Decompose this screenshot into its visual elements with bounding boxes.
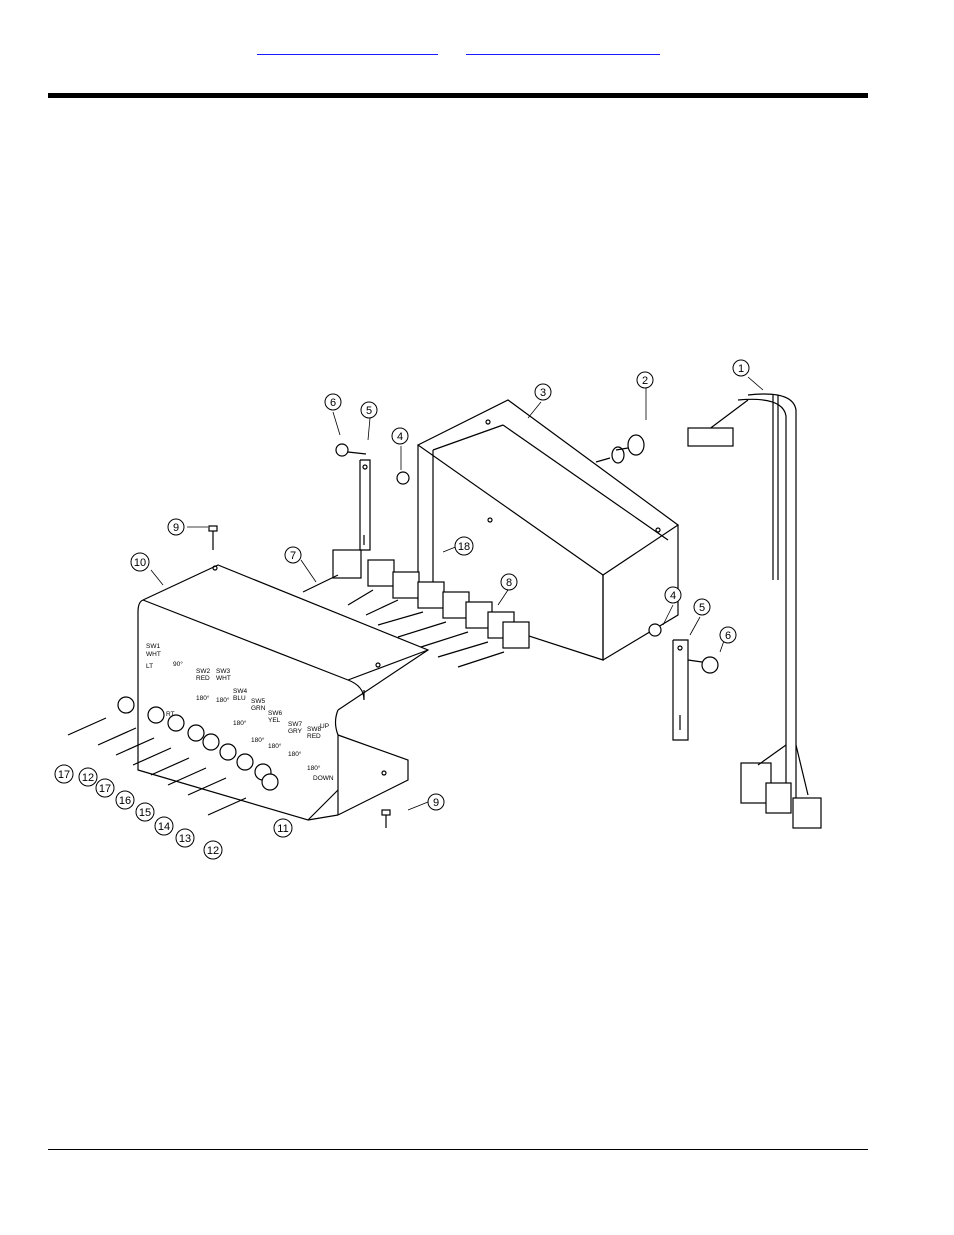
svg-text:13: 13 [179,833,191,845]
header-rule [48,93,868,98]
bolts [335,443,719,674]
callout-8: 8 [500,573,518,591]
svg-text:5: 5 [366,405,372,417]
callout-14: 14 [154,816,174,836]
panel-label-sw2: SW2 [196,668,210,675]
callout-7: 7 [284,546,302,564]
header-link-1[interactable] [257,38,438,55]
callout-12-left: 12 [78,767,98,787]
callout-10: 10 [130,552,150,572]
callout-4-left: 4 [391,427,409,445]
svg-text:4: 4 [397,431,403,443]
knobs [117,696,279,791]
callout-12-bottom: 12 [203,840,223,860]
svg-text:8: 8 [506,577,512,589]
panel-label-down: DOWN [313,775,334,782]
svg-text:15: 15 [139,807,151,819]
callout-6-right: 6 [719,626,737,644]
svg-text:4: 4 [670,590,676,602]
panel-label-sw8-color: RED [307,733,321,740]
svg-text:11: 11 [277,823,288,835]
callout-13: 13 [175,828,195,848]
panel-label-sw6-deg: 180° [268,742,282,750]
svg-text:17: 17 [99,783,111,795]
callout-9-top: 9 [167,518,185,536]
callout-6-left: 6 [324,393,342,411]
screws [208,525,391,828]
panel-label-sw3: SW3 [216,668,230,675]
svg-text:9: 9 [433,797,439,809]
callout-18: 18 [454,536,474,556]
panel-label-sw3-color: WHT [216,675,231,682]
svg-text:3: 3 [540,387,546,399]
callout-1: 1 [732,359,750,377]
toggle-switches [302,549,530,668]
callout-17-middle: 17 [95,778,115,798]
panel-labels: SW1 WHT LT 90° SW2 RED 180° SW3 WHT 180°… [146,643,334,782]
callout-3: 3 [534,383,552,401]
callouts: 1 2 3 4 5 6 7 8 9 10 11 12 13 14 15 16 1… [54,359,750,860]
svg-text:12: 12 [82,772,94,784]
panel-label-sw3-deg: 180° [216,696,230,704]
svg-text:12: 12 [207,845,219,857]
panel-label-sw8: SW8 [307,726,321,733]
svg-text:10: 10 [134,557,146,569]
svg-text:5: 5 [699,602,705,614]
panel-label-sw5-deg: 180° [251,736,265,744]
panel-label-sw7-color: GRY [288,728,303,735]
bracket-right [672,639,689,741]
callout-5-right: 5 [693,598,711,616]
bracket-left [359,459,371,551]
switch-panel [137,564,430,821]
panel-label-sw5-color: GRN [251,705,266,712]
panel-label-sw2-color: RED [196,675,210,682]
panel-label-up: UP [320,723,329,730]
svg-text:14: 14 [158,821,170,833]
panel-label-sw1-deg: 90° [173,660,183,668]
callout-11: 11 [273,818,293,838]
wiring-harness [687,393,822,829]
svg-text:18: 18 [458,541,470,553]
fuse-holders [595,434,645,464]
leader-lines [150,376,764,811]
panel-label-sw6-color: YEL [268,717,281,724]
panel-label-sw7-deg: 180° [288,750,302,758]
svg-text:2: 2 [642,375,648,387]
panel-label-sw2-deg: 180° [196,694,210,702]
callout-9-bottom: 9 [427,793,445,811]
callout-2: 2 [636,371,654,389]
svg-text:7: 7 [290,550,296,562]
callout-17-left: 17 [54,764,74,784]
callout-4-right: 4 [664,586,682,604]
panel-label-sw4-color: BLU [233,695,246,702]
panel-label-rt: RT [166,711,175,718]
panel-label-sw8-deg: 180° [307,764,321,772]
lever-caps [67,717,247,816]
footer-rule [48,1149,868,1150]
svg-text:17: 17 [58,769,70,781]
exploded-parts-diagram: SW1 WHT LT 90° SW2 RED 180° SW3 WHT 180°… [54,359,822,860]
panel-label-sw4-deg: 180° [233,719,247,727]
svg-text:16: 16 [119,795,131,807]
callout-16: 16 [115,790,135,810]
panel-label-sw6: SW6 [268,710,282,717]
header-link-2[interactable] [466,38,660,55]
panel-label-sw1: SW1 [146,643,160,650]
svg-text:1: 1 [738,363,744,375]
svg-text:6: 6 [330,397,336,409]
panel-label-sw7: SW7 [288,721,302,728]
panel-label-lt: LT [146,663,153,670]
svg-text:6: 6 [725,630,731,642]
panel-label-sw1-color: WHT [146,651,161,658]
panel-label-sw5: SW5 [251,698,265,705]
callout-15: 15 [135,802,155,822]
callout-5-left: 5 [360,401,378,419]
svg-text:9: 9 [173,522,179,534]
panel-label-sw4: SW4 [233,688,247,695]
